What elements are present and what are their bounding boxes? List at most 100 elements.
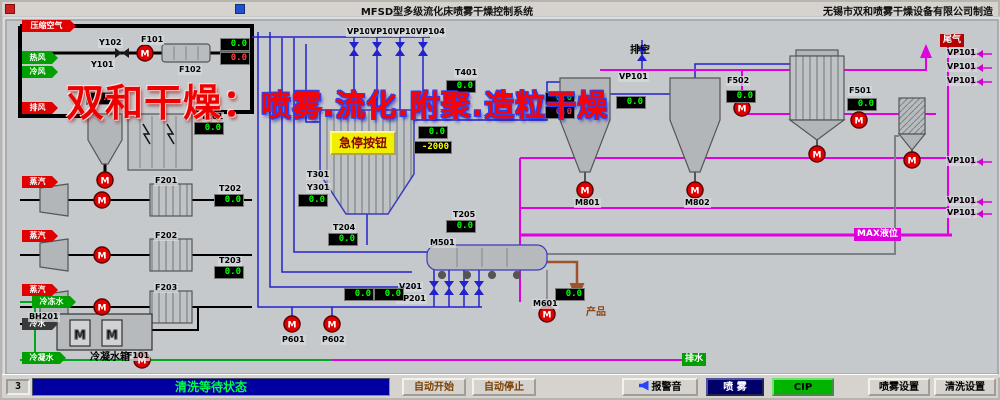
component-tag: F201 [154,176,179,186]
component-tag: M501 [429,238,456,248]
value-display: 0.0 [194,122,224,135]
diagram-label: 尾气 [940,34,965,47]
component-tag: F202 [154,231,179,241]
component-tag: VP101 [946,196,977,206]
spray-button[interactable]: 喷 雾 [706,378,764,396]
value-display: 0.0 [220,38,250,51]
value-display: 0.0 [86,92,116,105]
title-bar: MFSD型多级流化床喷雾干燥控制系统 无锡市双和喷雾干燥设备有限公司制造 [2,2,998,18]
diagram-label: 排空 [630,45,650,56]
page-title: MFSD型多级流化床喷雾干燥控制系统 [360,7,534,18]
manufacturer-label: 无锡市双和喷雾干燥设备有限公司制造 [823,7,993,18]
control-bar: 3 清洗等待状态 自动开始 自动停止 报警音 喷 雾 CIP 喷雾设置 清洗设置 [2,374,998,398]
watermark-slogan: 喷雾.流化.附聚.造粒干燥 [261,89,609,124]
component-tag: VP103 [392,27,423,37]
value-display: 0.0 [328,233,358,246]
intake-filter-1 [39,183,69,217]
component-tag: VP101 [946,208,977,218]
component-tag: F101 [140,35,165,45]
component-tag: VP104 [415,27,446,37]
svg-text:M: M [106,328,118,342]
component-tag: VP101 [946,156,977,166]
component-tag: T301 [306,170,331,180]
value-display: 0.0 [545,92,575,105]
component-tag: BH201 [28,312,60,322]
component-tag: T401 [454,68,479,78]
flow-label: 排风 [22,102,58,114]
alarm-label: 报警音 [651,381,682,393]
pipes-misc [546,135,913,306]
app-icon [5,4,15,14]
value-display: 0.0 [726,90,756,103]
component-tag: VP201 [396,294,427,304]
component-tag: T204 [332,223,357,233]
component-tag: M802 [684,198,711,208]
diagram-label: 排水 [682,353,707,366]
clean-settings-button[interactable]: 清洗设置 [934,378,996,396]
component-tag: Y101 [90,60,115,70]
status-display: 清洗等待状态 [32,378,390,396]
component-tag: Y102 [98,38,123,48]
component-tag: T205 [452,210,477,220]
flow-label: 蒸汽 [22,284,58,296]
component-tag: T201 [200,112,225,122]
fluid-bed [426,244,548,271]
status-text: 清洗等待状态 [174,380,247,394]
component-tag: VP101 [946,48,977,58]
alarm-sound-button[interactable]: 报警音 [622,378,698,396]
equipment: M M [39,43,927,351]
auto-start-button[interactable]: 自动开始 [402,378,466,396]
flow-label: 蒸汽 [22,176,58,188]
component-tag: VP101 [946,62,977,72]
exhaust-filter [898,97,926,135]
component-tag: VP101 [946,76,977,86]
component-tag: T202 [218,184,243,194]
value-display: 0.0 [446,220,476,233]
component-tag: F501 [848,86,873,96]
component-tag: VP101 [618,72,649,82]
value-display: 0.0 [545,106,575,119]
auto-stop-button[interactable]: 自动停止 [472,378,536,396]
component-tag: F203 [154,283,179,293]
component-tag: VP102 [369,27,400,37]
value-display: 0.0 [847,98,877,111]
component-tag: V201 [398,282,423,292]
value-display: 0.0 [374,288,404,301]
emergency-stop-button[interactable]: 急停按钮 [330,131,396,155]
cip-button[interactable]: CIP [772,378,834,396]
component-tag: P601 [281,335,306,345]
spray-settings-button[interactable]: 喷雾设置 [868,378,930,396]
component-tag: T203 [218,256,243,266]
value-display: 0.0 [220,52,250,65]
flow-label: 冷冻水 [32,296,76,308]
value-display: -2000 [414,141,452,154]
value-display: 0.0 [214,266,244,279]
heater-1 [149,183,193,217]
component-tag: F502 [726,76,751,86]
component-tag: F101 [126,351,151,361]
value-display: 0.0 [446,80,476,93]
value-display: 0.0 [214,194,244,207]
value-display: 0.0 [298,194,328,207]
counter-display: 3 [6,379,30,395]
flow-label: 冷风 [22,66,58,78]
diagram-label: 冷凝水箱 [90,352,130,363]
diagram-label: MAX液位 [854,228,901,241]
heater-2 [149,238,193,272]
intake-filter-2 [39,238,69,272]
diagram-label: 产品 [586,307,606,318]
speaker-icon [638,380,649,391]
component-tag: VP101 [346,27,377,37]
watermark-brand: 双和干燥： [66,81,262,125]
watermark: 双和干燥：喷雾.流化.附聚.造粒干燥 [66,72,608,127]
value-display: 0.0 [555,288,585,301]
flow-label: 压缩空气 [22,20,76,32]
bag-filter [127,113,193,171]
condenser [789,55,845,121]
flow-label: 热风 [22,52,58,64]
cyclone-2 [669,77,721,173]
component-tag: M801 [574,198,601,208]
